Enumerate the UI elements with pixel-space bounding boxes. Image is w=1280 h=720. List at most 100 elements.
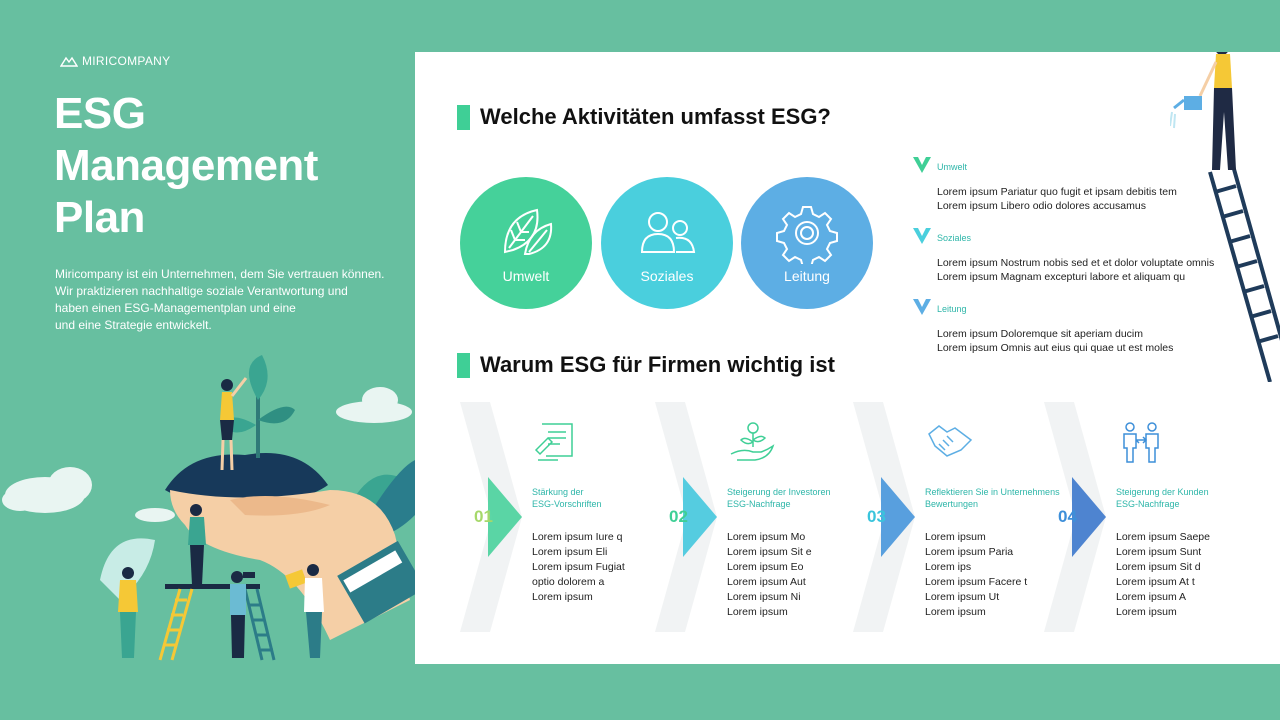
step-body-line: Lorem ipsum [727, 606, 788, 618]
list-item: Soziales Lorem ipsum Nostrum nobis sed e… [912, 227, 1242, 298]
step-body-line: Lorem ipsum Sunt [1116, 546, 1202, 558]
people-icon [640, 212, 696, 253]
handshake-icon [928, 425, 973, 457]
content-card: Welche Aktivitäten umfasst ESG? Umwelt S… [415, 52, 1280, 664]
step-body-line: Lorem ipsum Ut [925, 591, 1000, 603]
step-02: 02 Steigerung der Investoren ESG-Nachfra… [655, 402, 855, 632]
step-title-line: Steigerung der Kunden [1116, 487, 1209, 497]
step-body-line: Lorem ipsum Saepe [1116, 531, 1210, 543]
step-01: 01 Stärkung der ESG-Vorschriften Lorem i… [460, 402, 660, 632]
step-title-line: ESG-Nachfrage [727, 499, 791, 509]
hand-plant-illustration [2, 355, 415, 661]
chevron-arrow-icon [1044, 402, 1106, 632]
step-body-line: Lorem ipsum Aut [727, 576, 806, 588]
step-title-line: ESG-Nachfrage [1116, 499, 1180, 509]
circle-leitung: Leitung [741, 177, 873, 309]
circle-label: Soziales [640, 268, 694, 284]
step-title-line: Bewertungen [925, 499, 979, 509]
step-body-line: Lorem ipsum [925, 531, 986, 543]
circle-soziales: Soziales [601, 177, 733, 309]
esg-item-line: Lorem ipsum Omnis aut eius qui quae ut e… [937, 342, 1174, 354]
hero-description: Miricompany ist ein Unternehmen, dem Sie… [55, 266, 415, 334]
heading-accent-bar [457, 104, 470, 130]
esg-item-name: Soziales [937, 233, 972, 243]
esg-item-line: Lorem ipsum Magnam excepturi labore et a… [937, 271, 1186, 283]
circle-label: Umwelt [502, 268, 550, 284]
customers-icon [1123, 422, 1159, 463]
section-heading-activities: Welche Aktivitäten umfasst ESG? [457, 104, 831, 130]
brand-logo: MIRICOMPANY [60, 54, 170, 68]
esg-item-name: Umwelt [937, 162, 968, 172]
step-number: 01 [474, 507, 493, 526]
circle-umwelt: Umwelt [460, 177, 592, 309]
chevron-arrow-icon [655, 402, 717, 632]
esg-activity-list: Umwelt Lorem ipsum Pariatur quo fugit et… [912, 156, 1242, 369]
step-body-line: Lorem ipsum [532, 591, 593, 603]
step-04: 04 Steigerung der Kunden ESG-Nachfrage L… [1044, 402, 1244, 632]
step-title: Steigerung der Kunden ESG-Nachfrage [1116, 486, 1209, 510]
step-number: 03 [867, 507, 886, 526]
check-v-icon [913, 228, 931, 244]
gear-icon [776, 206, 838, 264]
step-number: 02 [669, 507, 688, 526]
step-body-line: Lorem ipsum [925, 606, 986, 618]
check-v-icon [913, 157, 931, 173]
hero-description-line: und eine Strategie entwickelt. [55, 318, 212, 332]
step-title-line: Reflektieren Sie in Unternehmens [925, 487, 1060, 497]
hero-title-line: Plan [54, 193, 145, 242]
step-body-line: Lorem ipsum Paria [925, 546, 1014, 558]
step-body: Lorem ipsum Mo Lorem ipsum Sit e Lorem i… [727, 530, 812, 620]
step-title-line: ESG-Vorschriften [532, 499, 602, 509]
step-body-line: Lorem ipsum Iure q [532, 531, 623, 543]
esg-item-line: Lorem ipsum Pariatur quo fugit et ipsam … [937, 186, 1177, 198]
step-title: Reflektieren Sie in Unternehmens Bewertu… [925, 486, 1060, 510]
list-item: Leitung Lorem ipsum Doloremque sit aperi… [912, 298, 1242, 369]
brand-name: MIRICOMPANY [82, 54, 171, 68]
check-v-icon [913, 299, 931, 315]
step-body-line: Lorem ipsum Mo [727, 531, 806, 543]
step-title-line: Steigerung der Investoren [727, 487, 831, 497]
step-body-line: Lorem ipsum [1116, 606, 1177, 618]
document-icon [534, 423, 573, 461]
step-body-line: Lorem ips [925, 561, 972, 573]
step-body-line: Lorem ipsum Eli [532, 546, 608, 558]
step-body-line: Lorem ipsum Facere t [925, 576, 1028, 588]
step-body-line: optio dolorem a [532, 576, 605, 588]
esg-item-name: Leitung [937, 304, 967, 314]
step-number: 04 [1058, 507, 1077, 526]
step-03: 03 Reflektieren Sie in Unternehmens Bewe… [853, 402, 1060, 632]
step-body-line: Lorem ipsum At t [1116, 576, 1195, 588]
chevron-arrow-icon [460, 402, 522, 632]
esg-item-line: Lorem ipsum Nostrum nobis sed et et dolo… [937, 257, 1215, 269]
step-body-line: Lorem ipsum Eo [727, 561, 804, 573]
hero-title-line: ESG [54, 89, 146, 138]
plant-hand-icon [730, 422, 775, 461]
step-title: Stärkung der ESG-Vorschriften [532, 486, 602, 510]
hero-description-line: Wir praktizieren nachhaltige soziale Ver… [55, 284, 348, 298]
circle-label: Leitung [784, 268, 830, 284]
heading-accent-bar [457, 352, 470, 378]
step-body: Lorem ipsum Lorem ipsum Paria Lorem ips … [925, 530, 1027, 620]
step-title-line: Stärkung der [532, 487, 584, 497]
hero-title-line: Management [54, 141, 318, 190]
list-item: Umwelt Lorem ipsum Pariatur quo fugit et… [912, 156, 1242, 227]
hero-description-line: Miricompany ist ein Unternehmen, dem Sie… [55, 267, 385, 281]
step-body: Lorem ipsum Saepe Lorem ipsum Sunt Lorem… [1116, 530, 1210, 620]
ladder-watering-illustration [1170, 52, 1280, 382]
step-body-line: Lorem ipsum Sit d [1116, 561, 1201, 573]
section-title: Welche Aktivitäten umfasst ESG? [480, 104, 831, 129]
section-heading-importance: Warum ESG für Firmen wichtig ist [457, 352, 835, 378]
chevron-arrow-icon [853, 402, 915, 632]
esg-item-line: Lorem ipsum Libero odio dolores accusamu… [937, 200, 1146, 212]
step-body-line: Lorem ipsum Ni [727, 591, 801, 603]
step-body-line: Lorem ipsum Fugiat [532, 561, 625, 573]
section-title: Warum ESG für Firmen wichtig ist [480, 352, 835, 377]
step-title: Steigerung der Investoren ESG-Nachfrage [727, 486, 831, 510]
step-body: Lorem ipsum Iure q Lorem ipsum Eli Lorem… [532, 530, 625, 605]
hero-title: ESG Management Plan [54, 88, 318, 244]
step-body-line: Lorem ipsum Sit e [727, 546, 812, 558]
esg-item-line: Lorem ipsum Doloremque sit aperiam ducim [937, 328, 1143, 340]
step-body-line: Lorem ipsum A [1116, 591, 1187, 603]
mountain-logo-icon [60, 56, 78, 67]
leaves-icon [503, 208, 553, 255]
